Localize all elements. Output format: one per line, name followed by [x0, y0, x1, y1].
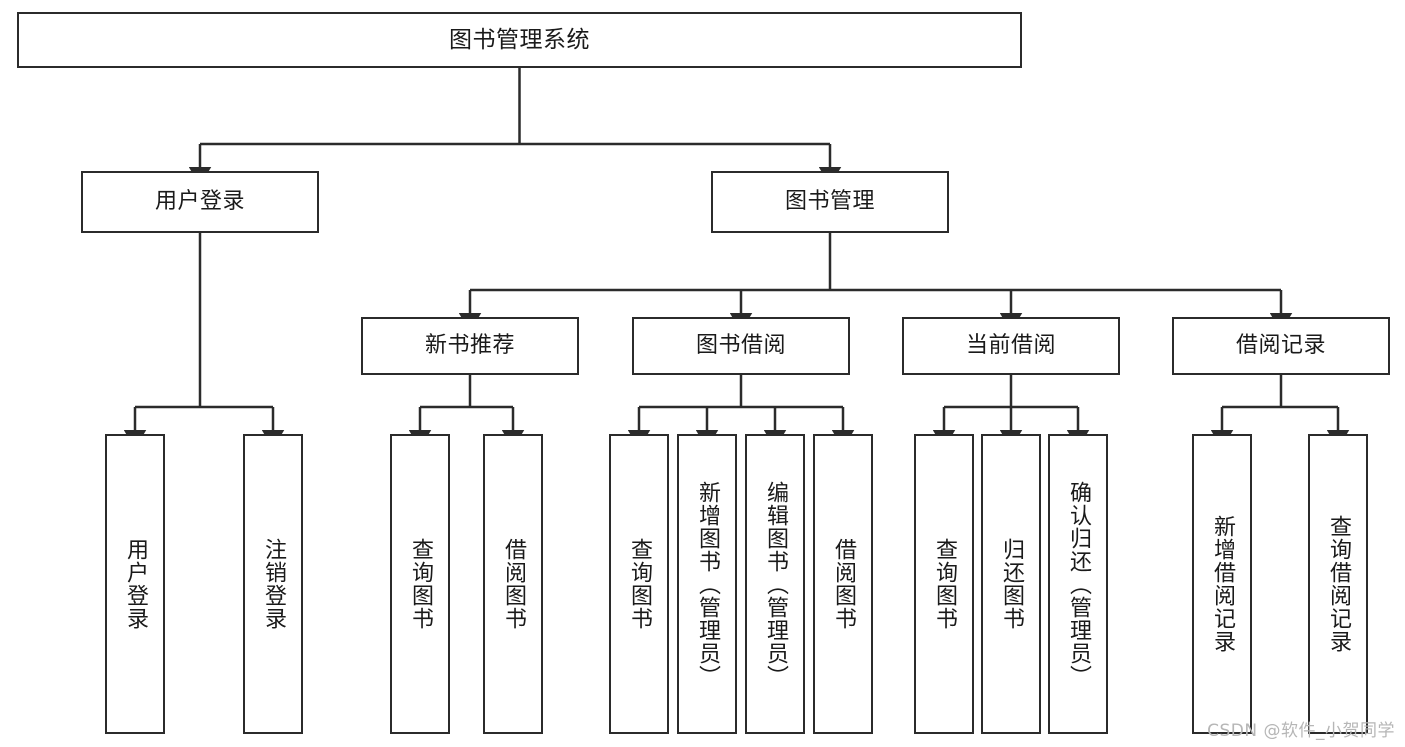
node-leaf-borrow-book[interactable]: 借阅图书: [813, 434, 873, 734]
node-label: 查询图书: [931, 538, 957, 630]
node-label: 注销登录: [260, 538, 286, 630]
node-user-login[interactable]: 用户登录: [81, 171, 319, 233]
node-label: 图书管理系统: [449, 26, 590, 53]
node-leaf-query-book-current[interactable]: 查询图书: [914, 434, 974, 734]
node-label: 用户登录: [122, 538, 148, 630]
node-label: 图书管理: [784, 189, 875, 215]
node-leaf-confirm-return[interactable]: 确认归还（管理员）: [1048, 434, 1108, 734]
node-label: 当前借阅: [965, 333, 1056, 359]
node-label: 确认归还（管理员）: [1065, 480, 1091, 688]
node-leaf-add-borrow-record[interactable]: 新增借阅记录: [1192, 434, 1252, 734]
node-leaf-borrow-book-recommend[interactable]: 借阅图书: [483, 434, 543, 734]
node-label: 编辑图书（管理员）: [762, 480, 788, 688]
node-leaf-query-borrow-record[interactable]: 查询借阅记录: [1308, 434, 1368, 734]
node-label: 借阅图书: [500, 538, 526, 630]
node-label: 查询图书: [626, 538, 652, 630]
node-label: 用户登录: [154, 189, 245, 215]
node-new-book-recommend[interactable]: 新书推荐: [361, 317, 579, 375]
node-leaf-edit-book[interactable]: 编辑图书（管理员）: [745, 434, 805, 734]
node-root-book-management-system[interactable]: 图书管理系统: [17, 12, 1022, 68]
node-leaf-user-login[interactable]: 用户登录: [105, 434, 165, 734]
node-label: 查询借阅记录: [1325, 515, 1351, 653]
node-label: 新书推荐: [424, 333, 515, 359]
node-book-management[interactable]: 图书管理: [711, 171, 949, 233]
node-label: 借阅图书: [830, 538, 856, 630]
node-current-borrow[interactable]: 当前借阅: [902, 317, 1120, 375]
watermark-text: CSDN @软件_小贺同学: [1207, 721, 1395, 741]
node-label: 新增借阅记录: [1209, 515, 1235, 653]
node-label: 借阅记录: [1235, 333, 1326, 359]
node-label: 归还图书: [998, 538, 1024, 630]
node-book-borrow[interactable]: 图书借阅: [632, 317, 850, 375]
node-leaf-add-book[interactable]: 新增图书（管理员）: [677, 434, 737, 734]
node-leaf-logout[interactable]: 注销登录: [243, 434, 303, 734]
node-label: 查询图书: [407, 538, 433, 630]
node-leaf-query-book-recommend[interactable]: 查询图书: [390, 434, 450, 734]
node-label: 新增图书（管理员）: [694, 480, 720, 688]
node-borrow-records[interactable]: 借阅记录: [1172, 317, 1390, 375]
node-leaf-return-book[interactable]: 归还图书: [981, 434, 1041, 734]
connector-paths: [123, 68, 1350, 449]
node-leaf-query-book-borrow[interactable]: 查询图书: [609, 434, 669, 734]
node-label: 图书借阅: [695, 333, 786, 359]
